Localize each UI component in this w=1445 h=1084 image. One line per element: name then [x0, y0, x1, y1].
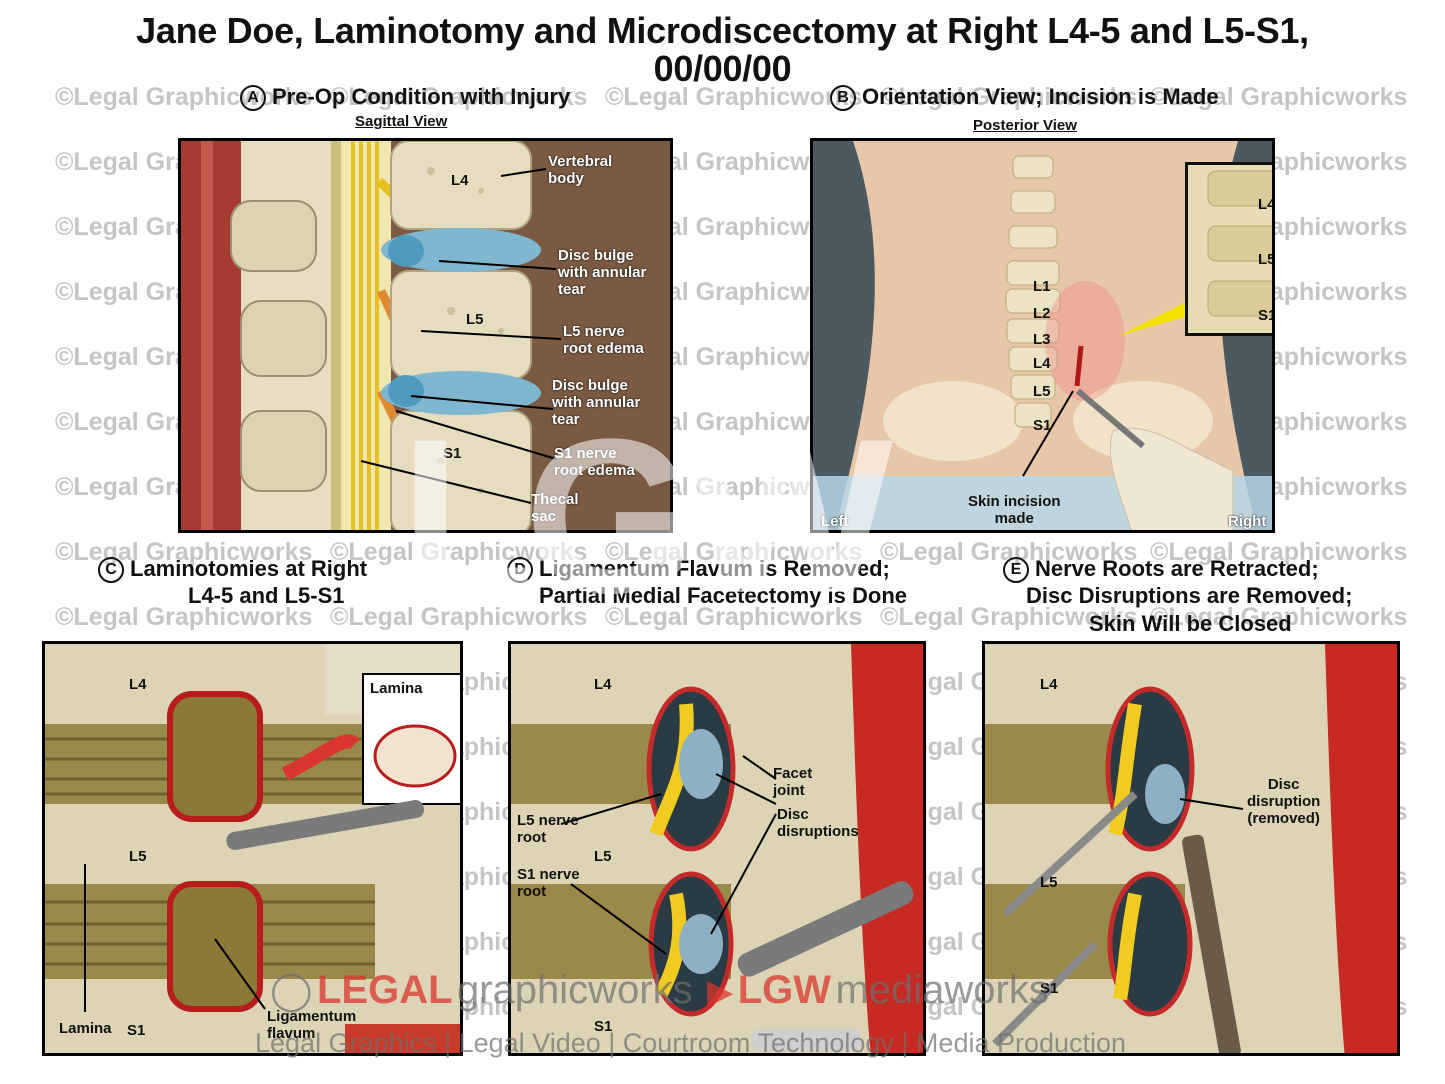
- panel-c-badge: C: [98, 557, 124, 583]
- label-a-l5-nerve: L5 nerve root edema: [563, 323, 644, 357]
- panel-a-title-text: Pre-Op Condition with Injury: [272, 84, 571, 109]
- label-c-ligamentum: Ligamentum flavum: [267, 1008, 357, 1042]
- panel-e-badge: E: [1003, 557, 1029, 583]
- label-d-l5: L5: [594, 848, 612, 865]
- brand-legal: LEGAL: [316, 968, 453, 1012]
- panel-e-illustration: [985, 644, 1397, 1053]
- panel-b-illustration: [813, 141, 1272, 530]
- label-b-level-s1: S1: [1033, 417, 1052, 434]
- label-a-s1: S1: [443, 445, 462, 462]
- watermark-text: ©Legal Graphicworks: [605, 83, 863, 111]
- panel-d-badge: D: [507, 557, 533, 583]
- panel-b-title-text: Orientation View; Incision is Made: [862, 84, 1219, 109]
- label-e-disc: Disc disruption (removed): [1247, 776, 1321, 827]
- label-a-disc-bulge-2: Disc bulge with annular tear: [552, 377, 641, 428]
- panel-c-title-line1: Laminotomies at Right: [130, 556, 368, 581]
- watermark-text: ©Legal Graphicworks: [55, 83, 313, 111]
- label-e-l4: L4: [1040, 676, 1058, 693]
- watermark-text: ©Legal Graphicworks: [330, 538, 588, 566]
- watermark-text: ©Legal Graphicworks: [880, 83, 1138, 111]
- label-b-level-l3: L3: [1033, 331, 1051, 348]
- watermark-text: ©Legal Graphicworks: [1150, 538, 1408, 566]
- label-d-l5-nerve: L5 nerve root: [517, 812, 579, 846]
- page-title-line1: Jane Doe, Laminotomy and Microdiscectomy…: [136, 10, 1309, 51]
- label-b-incision: Skin incision made: [968, 493, 1061, 527]
- brand-mediaworks: mediaworks: [835, 968, 1049, 1012]
- panel-a-image: L4 L5 S1 Vertebral body Disc bulge with …: [178, 138, 673, 533]
- label-d-s1: S1: [594, 1018, 613, 1035]
- label-a-l5: L5: [466, 311, 484, 328]
- panel-e-title-line2: Disc Disruptions are Removed;: [1026, 583, 1353, 608]
- label-b-right: Right: [1228, 513, 1267, 530]
- label-d-s1-nerve: S1 nerve root: [517, 866, 580, 900]
- watermark-text: ©Legal Graphicworks: [1150, 603, 1408, 631]
- label-c-s1: S1: [127, 1022, 146, 1039]
- label-c-lamina: Lamina: [59, 1020, 112, 1037]
- panel-d-illustration: [511, 644, 923, 1053]
- label-b-level-l1: L1: [1033, 278, 1051, 295]
- panel-e-title-line3: Skin Will be Closed: [1089, 611, 1292, 636]
- watermark-text: ©Legal Graphicworks: [55, 603, 313, 631]
- label-b-level-l4: L4: [1033, 355, 1051, 372]
- panel-b-view: Posterior View: [973, 117, 1077, 134]
- panel-a-view: Sagittal View: [355, 113, 448, 130]
- panel-e-image: L4 Disc disruption (removed) L5 S1: [982, 641, 1400, 1056]
- label-b-level-l2: L2: [1033, 305, 1051, 322]
- page-title: Jane Doe, Laminotomy and Microdiscectomy…: [0, 12, 1445, 88]
- label-a-thecal-sac: Thecal sac: [531, 491, 579, 525]
- watermark-text: ©Legal Graphicworks: [605, 603, 863, 631]
- panel-b-inset-frame: [1186, 163, 1272, 335]
- panel-d-title-line2: Partial Medial Facetectomy is Done: [539, 583, 908, 608]
- watermark-text: ©Legal Graphicworks: [55, 538, 313, 566]
- watermark-text: ©Legal Graphicworks: [330, 83, 588, 111]
- brand-tagline: Legal Graphics | Legal Video | Courtroom…: [255, 1028, 1127, 1058]
- panel-b-badge: B: [830, 85, 856, 111]
- brand-play-icon: ▶: [707, 973, 734, 1011]
- label-a-l4: L4: [451, 172, 469, 189]
- label-d-l4: L4: [594, 676, 612, 693]
- label-c-l4: L4: [129, 676, 147, 693]
- label-b-inset-l4: L4: [1258, 196, 1275, 213]
- watermark-text: ©Legal Graphicworks: [1150, 83, 1408, 111]
- brand-lgw: LGW: [737, 968, 832, 1012]
- brand-graphicworks: graphicworks: [456, 968, 693, 1012]
- watermark-text: ©Legal Graphicworks: [330, 603, 588, 631]
- panel-c-illustration: [45, 644, 460, 1053]
- label-a-s1-nerve: S1 nerve root edema: [554, 445, 635, 479]
- panel-c-image: L4 Lamina L5 Lamina S1 Ligamentum flavum: [42, 641, 463, 1056]
- label-b-inset-l5: L5: [1258, 251, 1275, 268]
- panel-d-image: L4 Facet joint Disc disruptions L5 nerve…: [508, 641, 926, 1056]
- panel-c-title-line2: L4-5 and L5-S1: [188, 583, 345, 608]
- label-b-level-l5: L5: [1033, 383, 1051, 400]
- big-lgw-watermark: LGW: [400, 393, 893, 639]
- brand-logo: ◯ LEGAL graphicworks ▶ LGW mediaworks: [270, 968, 1049, 1013]
- label-e-l5: L5: [1040, 874, 1058, 891]
- label-d-disc: Disc disruptions: [777, 806, 859, 840]
- brand-circle-icon: ◯: [270, 970, 313, 1012]
- panel-a-illustration: [181, 141, 562, 530]
- label-b-inset-s1: S1: [1258, 307, 1275, 324]
- panel-a-badge: A: [240, 85, 266, 111]
- panel-e-title-line1: Nerve Roots are Retracted;: [1035, 556, 1319, 581]
- label-b-left: Left: [821, 513, 849, 530]
- label-a-disc-bulge-1: Disc bulge with annular tear: [558, 247, 647, 298]
- label-c-l5: L5: [129, 848, 147, 865]
- label-e-s1: S1: [1040, 980, 1059, 997]
- label-a-vertebral-body: Vertebral body: [548, 153, 613, 187]
- label-c-lamina-inset: Lamina: [370, 680, 423, 697]
- page-title-line2: 00/00/00: [653, 48, 792, 89]
- label-d-facet: Facet joint: [773, 765, 813, 799]
- panel-d-title-line1: Ligamentum Flavum is Removed;: [539, 556, 890, 581]
- watermark-text: ©Legal Graphicworks: [605, 538, 863, 566]
- watermark-text: ©Legal Graphicworks: [880, 603, 1138, 631]
